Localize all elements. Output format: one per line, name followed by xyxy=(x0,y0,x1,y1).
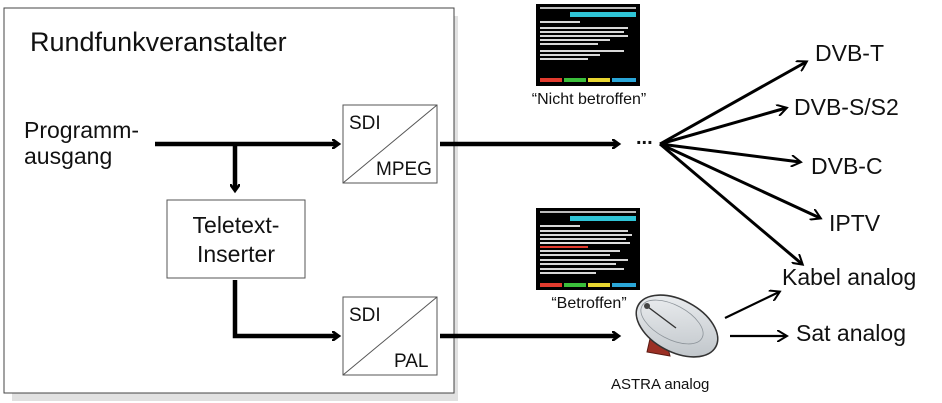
pal-encoder-diagonal xyxy=(342,296,438,376)
satellite-dish-icon xyxy=(635,294,719,358)
target-iptv: IPTV xyxy=(829,210,881,236)
screen-caption-not-affected: “Nicht betroffen” xyxy=(531,91,647,108)
mpeg-encoder-input-label: SDI xyxy=(349,113,381,134)
arrow-to-kabel-analog xyxy=(724,292,779,319)
screen-caption-affected: “Betroffen” xyxy=(551,295,627,312)
pal-encoder-output-label: PAL xyxy=(394,351,429,372)
source-label-line1: Programm- xyxy=(24,117,140,143)
satellite-label: ASTRA analog xyxy=(611,376,710,393)
target-dvb-t: DVB-T xyxy=(815,40,884,66)
mpeg-encoder-output-label: MPEG xyxy=(376,159,432,180)
broadcaster-title: Rundfunkveranstalter xyxy=(30,27,287,57)
inserter-label-line2: Inserter xyxy=(197,241,275,267)
source-label-line2: ausgang xyxy=(24,143,113,169)
digital-split-ellipsis: ... xyxy=(636,127,653,149)
mpeg-encoder-diagonal xyxy=(342,104,438,184)
inserter-label-line1: Teletext- xyxy=(192,212,280,238)
pal-encoder-input-label: SDI xyxy=(349,305,381,326)
target-dvb-s-s2: DVB-S/S2 xyxy=(794,94,899,120)
target-dvb-c: DVB-C xyxy=(811,153,883,179)
teletext-screen-affected xyxy=(536,208,640,290)
target-sat-analog: Sat analog xyxy=(796,320,906,346)
digital-fanout xyxy=(659,62,820,264)
teletext-screen-not-affected xyxy=(536,4,640,86)
arrow-to-pal-encoder xyxy=(232,280,338,336)
target-kabel-analog: Kabel analog xyxy=(782,264,917,290)
teletext-inserter-box xyxy=(166,199,306,279)
